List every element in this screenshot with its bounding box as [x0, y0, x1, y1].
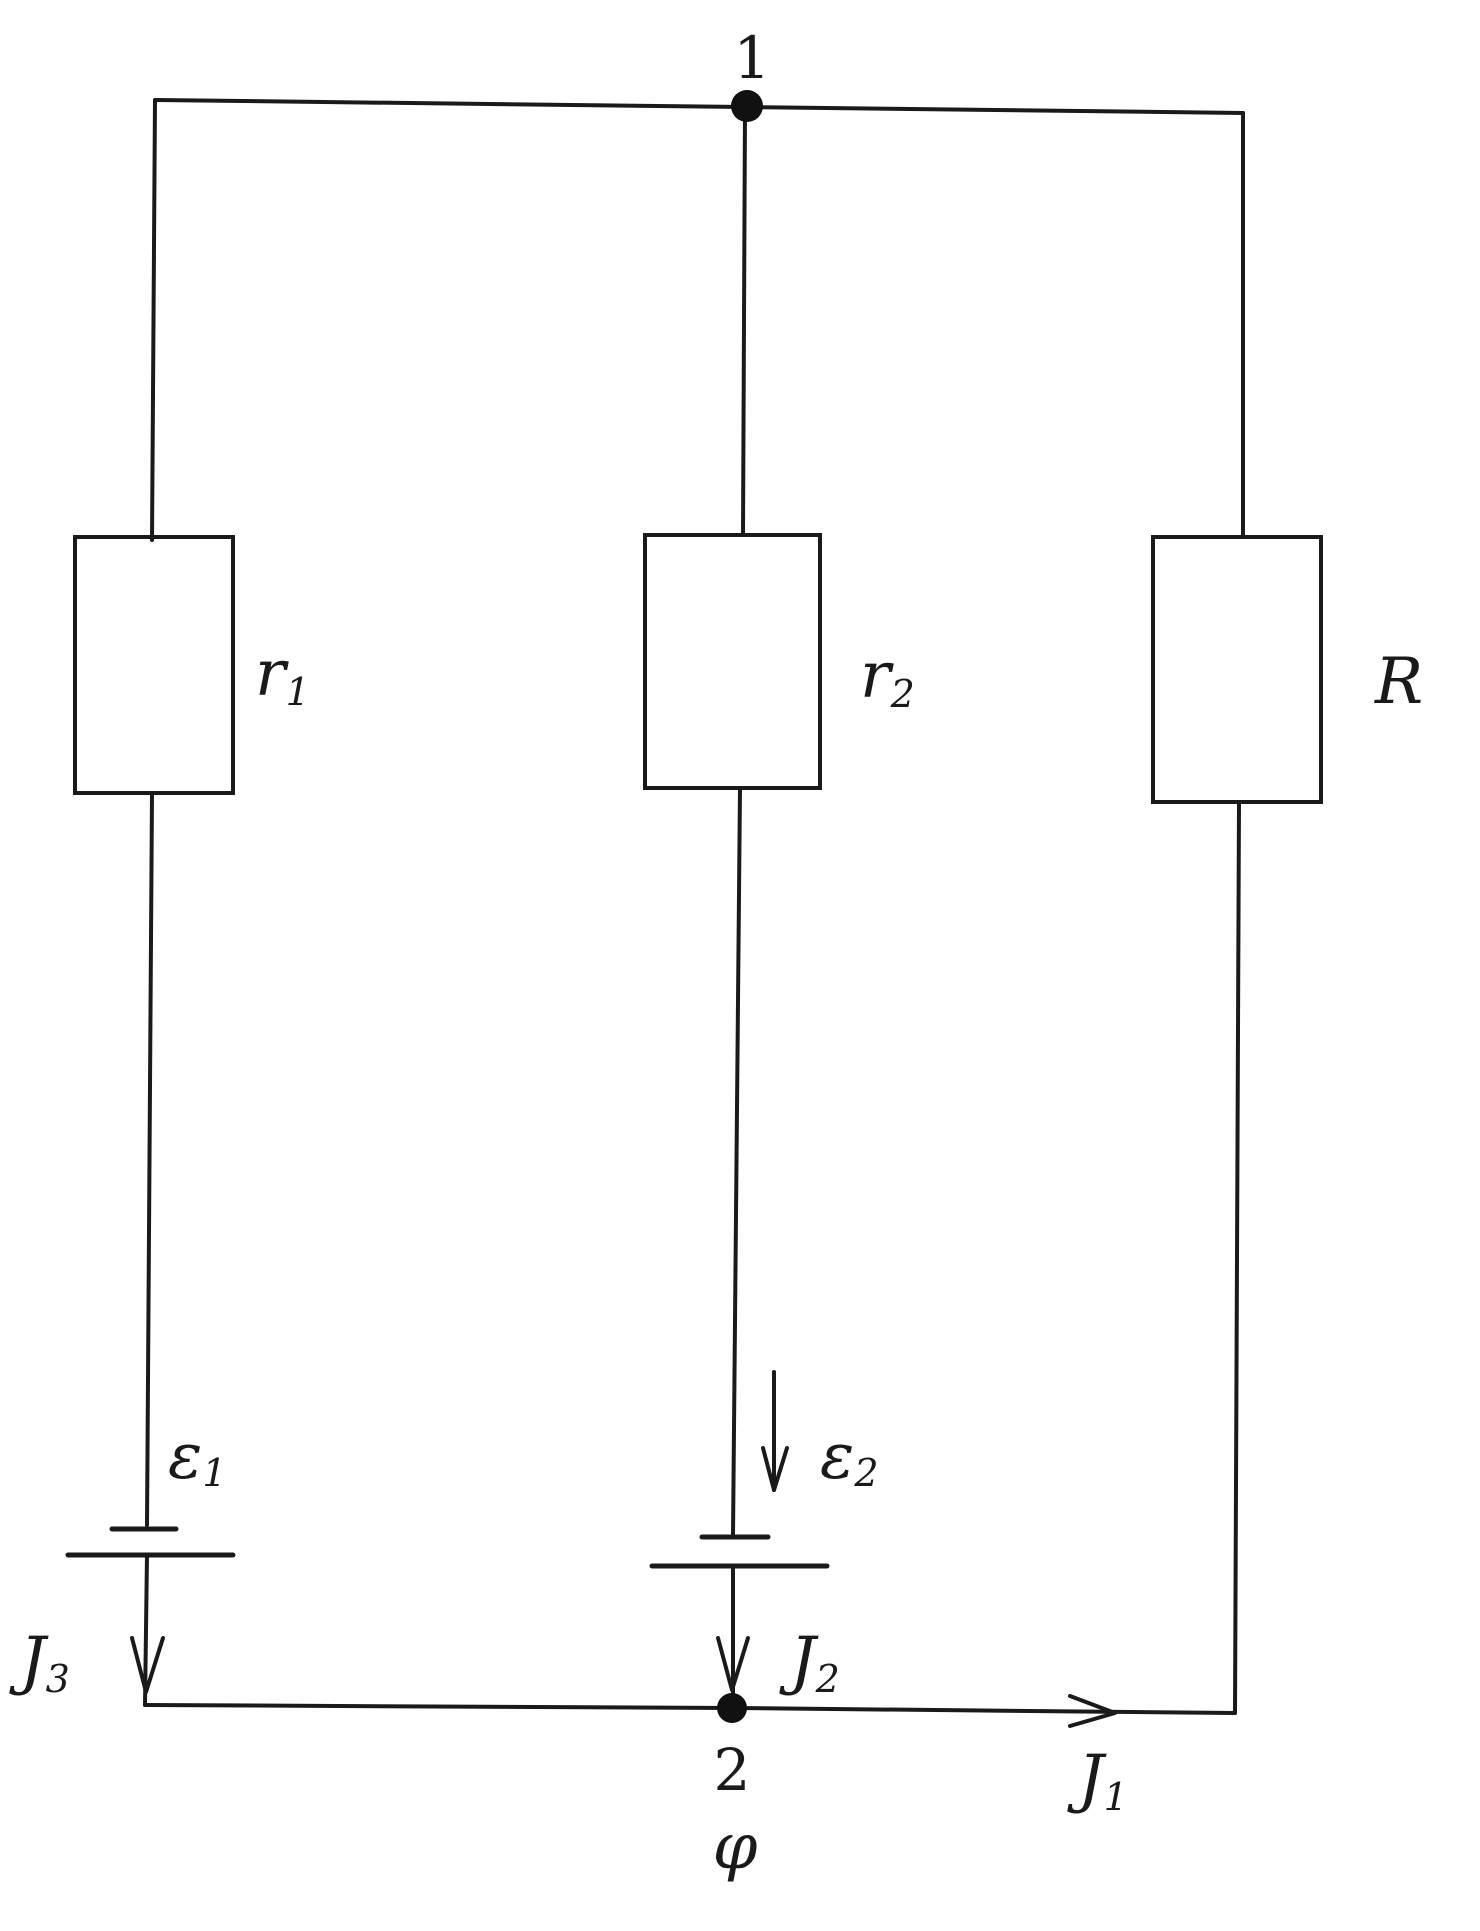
node-1-label: 1 — [734, 24, 771, 92]
source-e1-label: ε1 — [168, 1420, 227, 1495]
current-i2-arrow — [716, 1636, 750, 1692]
source-e2-label: ε2 — [820, 1420, 879, 1495]
current-i3-label: J3 — [9, 1624, 70, 1701]
middle-branch-upper-wire — [741, 105, 747, 537]
current-i3-arrow — [130, 1636, 165, 1694]
resistor-r1-label: r1 — [255, 637, 310, 714]
resistor-r2-label: r2 — [860, 639, 915, 716]
resistor-R-label: R — [1374, 645, 1423, 719]
resistor-R — [1151, 535, 1323, 804]
resistor-r2 — [643, 533, 822, 790]
left-branch-lower-wire — [145, 791, 154, 1527]
current-i1-label: J1 — [1067, 1742, 1128, 1819]
node-2-potential-label: φ — [713, 1810, 758, 1884]
bottom-wire — [143, 1703, 1237, 1715]
emf-e2-direction-arrowhead — [761, 1446, 789, 1492]
node-2-dot — [717, 1693, 747, 1723]
resistor-r1 — [73, 535, 235, 795]
middle-branch-lower-wire — [731, 786, 742, 1537]
right-branch-lower-wire — [1233, 800, 1241, 1715]
current-i2-label: J2 — [779, 1624, 840, 1701]
node-2-label: 2 — [714, 1736, 751, 1804]
left-branch-bottom-wire — [143, 1553, 149, 1707]
node-1-dot — [731, 90, 763, 122]
top-wire — [153, 98, 1245, 115]
left-branch-upper-wire — [150, 98, 157, 542]
current-i1-arrow — [1068, 1694, 1117, 1728]
